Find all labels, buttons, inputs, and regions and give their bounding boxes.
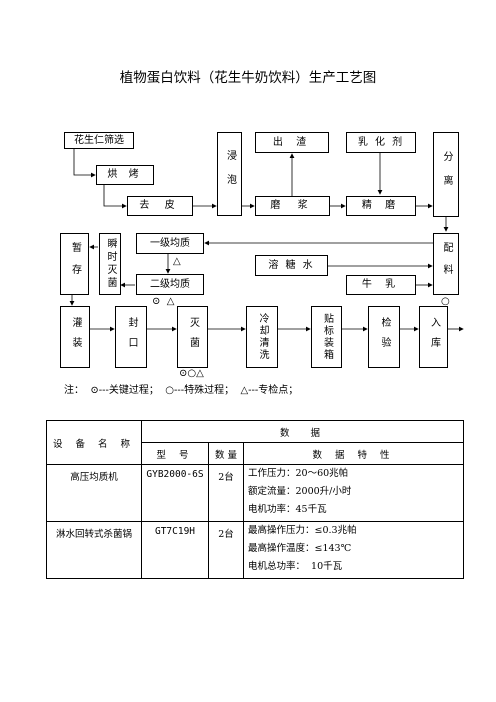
sterilizing-box: 灭菌 [177, 306, 208, 368]
inspection-point-mark: △ [173, 256, 181, 267]
equipment-name: 高压均质机 [46, 464, 142, 522]
emulsifier-label: 乳 化 剂 [357, 136, 405, 148]
homogenize-2-box: 二级均质 [136, 274, 204, 295]
blending-label: 配料 [441, 242, 452, 286]
equipment-specs: 工作压力：20～60兆帕 额定流量：2000升/小时 电机功率：45千瓦 [243, 464, 464, 522]
equipment-table: 设 备 名 称 数 据 型 号 数 量 数 据 特 性 高压均质机 GYB200… [46, 420, 464, 579]
special-process-mark: ○ [441, 296, 450, 307]
cooling-wash-label: 冷却清洗 [257, 313, 268, 361]
filling-label: 灌装 [70, 317, 81, 357]
emulsifier-box: 乳 化 剂 [346, 132, 416, 153]
labeling-box: 贴标装箱 [311, 306, 342, 368]
peanut-screening-box: 花生仁筛选 [64, 132, 134, 149]
roasting-box: 烘 烤 [96, 165, 154, 185]
spec-line: 最高操作压力：≤0.3兆帕 [248, 525, 357, 536]
header-equipment: 设 备 名 称 [46, 420, 142, 465]
table-header-row: 设 备 名 称 数 据 [46, 420, 464, 465]
sterilizing-label: 灭菌 [187, 317, 199, 357]
homogenize-1-label: 一级均质 [150, 237, 190, 249]
page-title: 植物蛋白饮料（花生牛奶饮料）生产工艺图 [119, 70, 377, 86]
sugar-water-label: 溶 糖 水 [268, 259, 315, 271]
residue-box: 出 渣 [255, 132, 329, 153]
equipment-name: 淋水回转式杀菌锅 [46, 521, 142, 579]
blending-box: 配料 [433, 233, 459, 295]
table-row: 淋水回转式杀菌锅 GT7C19H 2台 最高操作压力：≤0.3兆帕 最高操作温度… [46, 521, 464, 579]
inspection-box: 检验 [368, 306, 400, 368]
warehousing-label: 入库 [428, 317, 440, 357]
sealing-box: 封口 [115, 306, 147, 368]
milk-box: 牛 乳 [346, 275, 416, 295]
warehousing-box: 入库 [419, 306, 448, 368]
header-qty: 数 量 [208, 442, 244, 465]
milk-label: 牛 乳 [361, 279, 401, 290]
peeling-label: 去 皮 [139, 200, 181, 211]
temp-storage-box: 暂存 [60, 233, 89, 295]
sterilizing-marks: ⊙○△ [179, 368, 204, 379]
equipment-qty: 2台 [208, 464, 244, 522]
separation-label: 分离 [441, 150, 452, 199]
cooling-wash-box: 冷却清洗 [246, 306, 278, 368]
flash-sterilize-box: 瞬时灭菌 [99, 233, 121, 295]
table-subheader-row: 型 号 数 量 数 据 特 性 [47, 442, 464, 465]
equipment-model: GYB2000-6S [141, 464, 209, 522]
spec-line: 电机总功率： 10千瓦 [248, 561, 343, 572]
soaking-label: 浸泡 [224, 150, 236, 198]
fine-grinding-label: 精 磨 [361, 200, 401, 211]
sugar-water-box: 溶 糖 水 [255, 255, 328, 276]
equipment-model: GT7C19H [141, 521, 209, 579]
peeling-box: 去 皮 [127, 196, 193, 216]
peanut-screening-label: 花生仁筛选 [74, 134, 124, 146]
table-row: 高压均质机 GYB2000-6S 2台 工作压力：20～60兆帕 额定流量：20… [46, 464, 464, 522]
header-data: 数 据 [141, 420, 464, 443]
grinding-label: 磨 浆 [270, 200, 315, 211]
inspection-label: 检验 [379, 317, 390, 357]
equipment-specs: 最高操作压力：≤0.3兆帕 最高操作温度：≤143℃ 电机总功率： 10千瓦 [243, 521, 464, 579]
spec-line: 工作压力：20～60兆帕 [248, 468, 349, 479]
equipment-qty: 2台 [208, 521, 244, 579]
legend-note: 注： ⊙---关键过程； ○---特殊过程； △---专检点； [64, 385, 299, 396]
separation-box: 分离 [433, 132, 459, 217]
homogenize-2-label: 二级均质 [150, 278, 190, 290]
header-model: 型 号 [141, 442, 209, 465]
fine-grinding-box: 精 磨 [346, 196, 416, 216]
spec-line: 电机功率：45千瓦 [248, 504, 327, 515]
residue-label: 出 渣 [272, 136, 312, 148]
sealing-label: 封口 [126, 317, 137, 357]
spec-line: 最高操作温度：≤143℃ [248, 543, 352, 554]
flash-sterilize-label: 瞬时灭菌 [105, 238, 116, 290]
temp-storage-label: 暂存 [69, 242, 81, 286]
labeling-label: 贴标装箱 [321, 313, 333, 361]
header-features: 数 据 特 性 [243, 442, 464, 465]
filling-box: 灌装 [60, 306, 90, 368]
key-process-mark: ⊙ △ [152, 296, 175, 307]
homogenize-1-box: 一级均质 [136, 233, 204, 254]
grinding-box: 磨 浆 [255, 196, 330, 216]
spec-line: 额定流量：2000升/小时 [248, 486, 352, 497]
roasting-label: 烘 烤 [107, 169, 143, 180]
soaking-box: 浸泡 [217, 132, 242, 216]
